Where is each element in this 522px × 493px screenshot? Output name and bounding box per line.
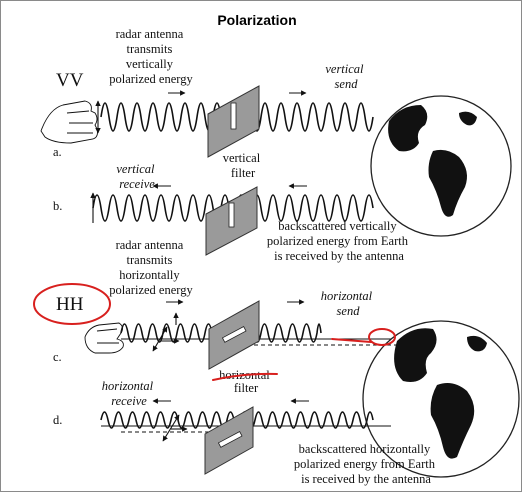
antenna-caption-a: radar antenna transmits vertically polar… xyxy=(109,27,193,86)
red-arrow-annotation xyxy=(331,338,372,343)
panel-label-b: b. xyxy=(53,199,62,213)
oscillation-arrows-c xyxy=(152,312,180,352)
hand-icon-horizontal xyxy=(84,322,124,354)
send-caption-a: vertical send xyxy=(325,62,366,91)
diagram-title: Polarization xyxy=(217,12,296,28)
panel-d: horizontal receive d. backscattered hori… xyxy=(53,379,438,486)
send-caption-c: horizontal send xyxy=(321,289,376,318)
hand-icon xyxy=(40,100,98,144)
panel-a: VV radar antenna transmits vertically po… xyxy=(40,27,374,180)
panel-c: radar antenna transmits horizontally pol… xyxy=(33,238,396,395)
mode-label-hh: HH xyxy=(56,294,84,315)
mode-label-vv: VV xyxy=(56,70,84,91)
vertical-filter-b xyxy=(205,186,258,256)
panel-b: b. vertical receive backscattered vertic… xyxy=(53,162,411,263)
filter-underline-annotation xyxy=(212,372,278,381)
oscillation-arrows-d xyxy=(162,414,188,442)
horizontal-filter-c xyxy=(208,300,260,370)
panel-label-c: c. xyxy=(53,350,62,364)
panel-label-a: a. xyxy=(53,145,62,159)
receive-caption-b: vertical receive xyxy=(116,162,157,191)
earth-globe-upper xyxy=(370,95,512,237)
backscatter-caption-b: backscattered vertically polarized energ… xyxy=(267,219,411,263)
horizontal-filter-d xyxy=(204,406,254,475)
filter-caption-c: horizontal filter xyxy=(219,368,273,395)
red-target-annotation xyxy=(368,328,396,346)
earth-globe-lower xyxy=(362,320,520,478)
backscatter-caption-d: backscattered horizontally polarized ene… xyxy=(294,442,438,486)
antenna-caption-c: radar antenna transmits horizontally pol… xyxy=(109,238,193,297)
receive-caption-d: horizontal receive xyxy=(102,379,157,408)
hh-circle-annotation xyxy=(33,283,111,325)
panel-label-d: d. xyxy=(53,413,62,427)
vertical-filter-a xyxy=(207,85,260,158)
filter-caption-a: vertical filter xyxy=(223,151,264,180)
